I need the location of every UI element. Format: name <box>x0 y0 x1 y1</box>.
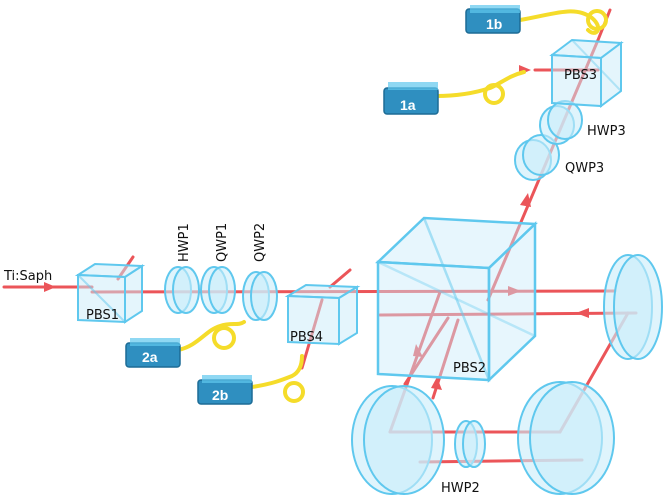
pbs4-label: PBS4 <box>290 330 323 345</box>
fiber-1a-label: 1a <box>400 97 416 113</box>
fiber-1b-coupler: 1b <box>466 5 520 33</box>
source-label: Ti:Saph <box>3 269 52 284</box>
fiber-1a-coupler: 1a <box>384 82 438 114</box>
fiber-2a-coil <box>214 328 234 348</box>
qwp2-label: QWP2 <box>253 223 268 262</box>
hwp3-label: HWP3 <box>587 124 626 139</box>
pbs1-label: PBS1 <box>86 308 119 323</box>
pbs2-label: PBS2 <box>453 361 486 376</box>
fiber-1a-cable <box>436 72 524 96</box>
qwp1-label: QWP1 <box>215 223 230 262</box>
hwp1-plate <box>165 267 199 313</box>
fiber-2b-label: 2b <box>212 387 228 403</box>
hwp2-label: HWP2 <box>441 481 480 496</box>
fiber-2a-coupler: 2a <box>126 338 180 367</box>
up-beam-arrow <box>520 193 531 207</box>
hwp1-label: HWP1 <box>177 223 192 262</box>
qwp3-label: QWP3 <box>565 161 604 176</box>
bottom-left-mirror <box>352 386 444 494</box>
bottom-right-mirror <box>518 382 614 494</box>
fiber-2b-coil <box>285 383 303 401</box>
return-beam-arrow <box>576 308 589 318</box>
fiber-1b-label: 1b <box>486 16 502 32</box>
fiber-2b-coupler: 2b <box>198 375 252 404</box>
qwp1-plate <box>201 267 235 313</box>
right-mirror <box>604 255 662 359</box>
hwp3-plate <box>540 101 582 144</box>
pbs2-cube <box>378 218 535 380</box>
hwp2-plate <box>455 421 485 467</box>
pbs3-label: PBS3 <box>564 68 597 83</box>
pbs4-up-beam <box>330 270 350 287</box>
fiber-2a-label: 2a <box>142 349 158 365</box>
qwp2-plate <box>243 272 277 320</box>
